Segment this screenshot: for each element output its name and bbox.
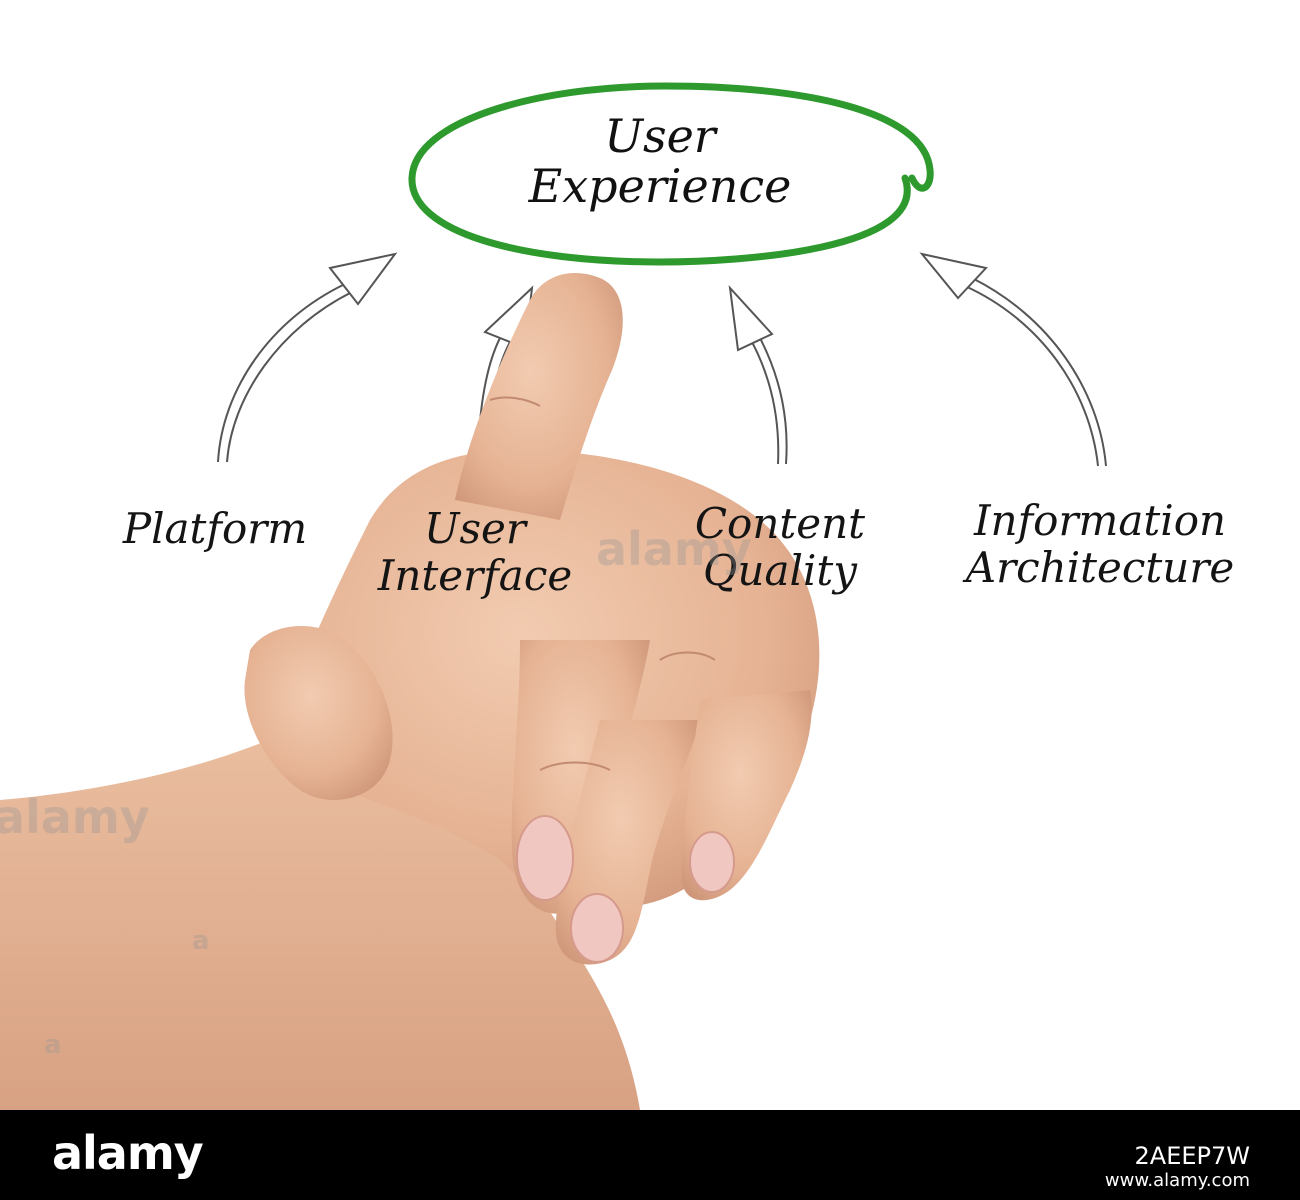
center-title-line1: User bbox=[604, 109, 716, 163]
footer-url: www.alamy.com bbox=[1104, 1170, 1250, 1191]
factor-information-architecture: Information Architecture bbox=[940, 497, 1260, 591]
arrow-information-architecture bbox=[919, 252, 1107, 467]
arrow-content-quality bbox=[728, 284, 788, 465]
factor-user-interface-line2: Interface bbox=[377, 551, 573, 601]
footer-image-id: 2AEEP7W bbox=[1134, 1142, 1251, 1170]
factor-platform-line1: Platform bbox=[122, 504, 308, 553]
footer-logo: alamy bbox=[52, 1126, 204, 1180]
factor-content-quality-line1: Content bbox=[694, 499, 866, 548]
watermark-center: alamy bbox=[596, 522, 752, 576]
center-title: User Experience bbox=[440, 109, 880, 213]
hand-illustration bbox=[0, 273, 820, 1110]
factor-platform: Platform bbox=[100, 505, 330, 552]
arrows bbox=[217, 252, 1107, 469]
footer-bar: alamy 2AEEP7W www.alamy.com bbox=[0, 1110, 1300, 1200]
thumb bbox=[244, 626, 393, 800]
finger-crease bbox=[659, 651, 716, 661]
nail-ring bbox=[570, 893, 624, 963]
watermark-left: alamy bbox=[0, 790, 150, 844]
factor-user-interface-line1: User bbox=[424, 504, 526, 553]
diagram-graphics bbox=[0, 82, 1107, 1110]
factor-information-architecture-line2: Architecture bbox=[965, 543, 1235, 593]
arrow-platform bbox=[217, 252, 398, 463]
diagram-canvas: User Experience Platform User Interface … bbox=[0, 82, 1260, 1110]
index-finger bbox=[455, 273, 623, 520]
finger-crease bbox=[539, 761, 611, 771]
ring-stroke bbox=[408, 82, 934, 266]
nail-little bbox=[689, 831, 735, 893]
factor-content-quality: Content Quality bbox=[670, 500, 890, 594]
factor-user-interface: User Interface bbox=[360, 505, 590, 599]
center-title-line2: Experience bbox=[528, 158, 792, 213]
nail-middle bbox=[516, 815, 574, 901]
factor-content-quality-line2: Quality bbox=[703, 546, 857, 596]
finger-crease bbox=[489, 396, 541, 407]
watermark-mark-1: a bbox=[192, 926, 210, 956]
center-ring bbox=[408, 82, 934, 266]
watermark-mark-2: a bbox=[44, 1030, 62, 1060]
factor-information-architecture-line1: Information bbox=[973, 496, 1227, 545]
